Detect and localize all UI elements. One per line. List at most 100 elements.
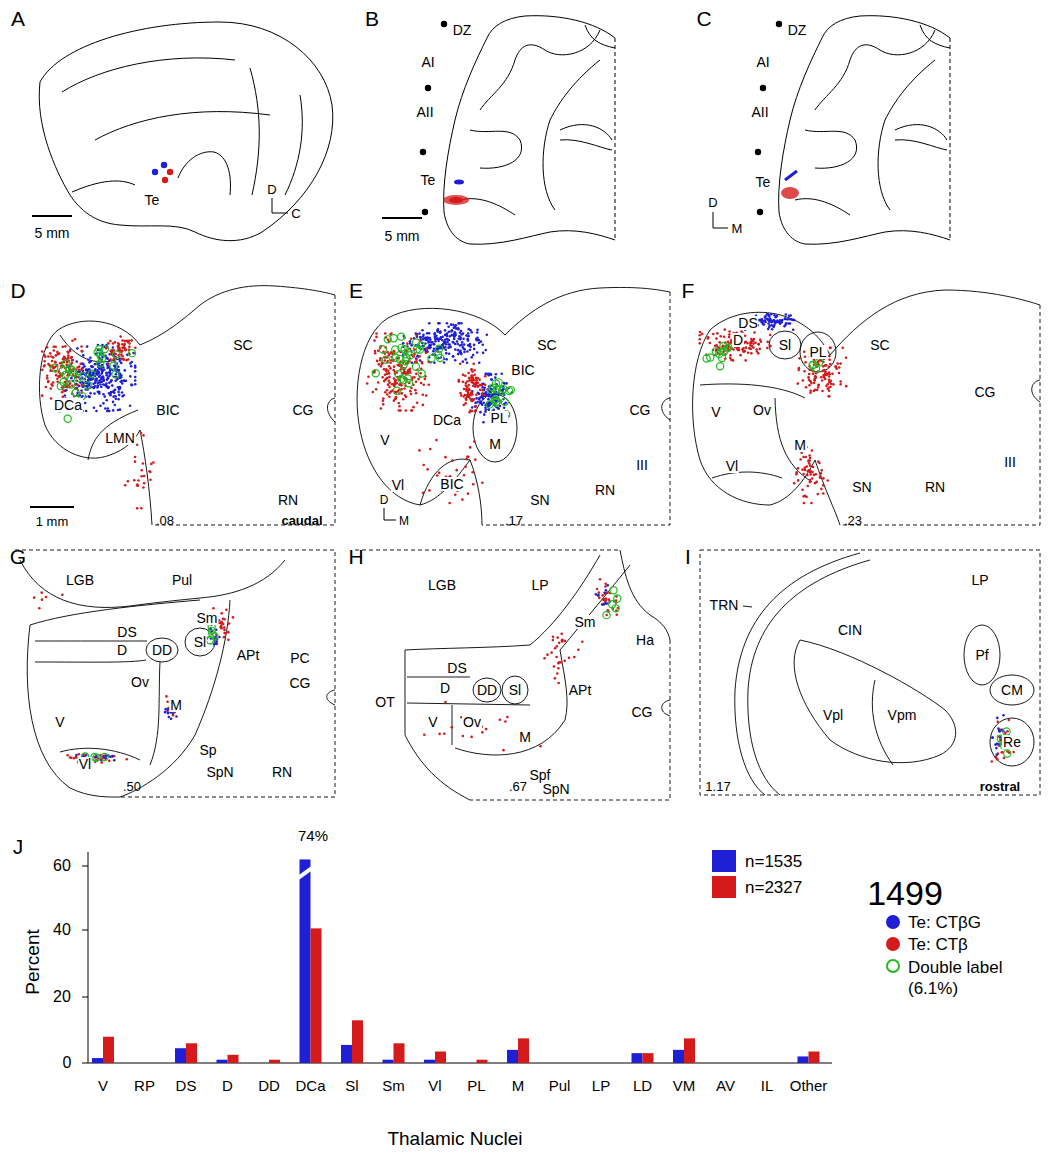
labelled-cell [414,389,417,392]
labelled-cell [434,340,437,343]
labelled-cell [43,364,46,367]
labelled-cell [457,327,460,330]
labelled-cell [405,396,408,399]
labelled-cell [84,402,87,405]
labelled-cell [46,346,49,349]
labelled-cell [769,345,772,348]
labelled-cell [817,386,820,389]
labelled-cell [764,319,767,322]
labelled-cell [822,492,825,495]
labelled-cell [130,339,133,342]
labelled-cell [461,341,464,344]
labelled-cell [799,458,802,461]
labelled-cell [841,347,844,350]
labelled-cell [444,456,447,459]
labelled-cell [371,391,374,394]
labelled-cell [136,443,139,446]
labelled-cell [219,626,222,629]
labelled-cell [555,656,558,659]
labelled-cell [438,733,441,736]
labelled-cell [481,481,484,484]
labelled-cell [118,347,121,350]
labelled-cell [557,667,560,670]
labelled-cell [113,365,116,368]
labelled-cell [462,360,465,363]
outline [964,625,1000,685]
labelled-cell [459,336,462,339]
labelled-cell [482,421,485,424]
outline [757,209,763,215]
labelled-cell [749,342,752,345]
labelled-cell [437,328,440,331]
labelled-cell [483,413,486,416]
labelled-cell [557,682,560,685]
labelled-cell [142,434,145,437]
labelled-cell [140,432,143,435]
labelled-cell [89,392,92,395]
labelled-cell [70,362,73,365]
labelled-cell [422,464,425,467]
labelled-cell [766,313,769,316]
labelled-cell [388,386,391,389]
labelled-cell [606,584,609,587]
labelled-cell [821,390,824,393]
labelled-cell [471,471,474,474]
labelled-cell [561,640,564,643]
labelled-cell [808,378,811,381]
labelled-cell [142,462,145,465]
outline [895,125,947,150]
labelled-cell [64,345,67,348]
labelled-cell [781,319,784,322]
labelled-cell [75,360,78,363]
labelled-cell [456,343,459,346]
labelled-cell [377,381,380,384]
labelled-cell [471,393,474,396]
labelled-cell [476,339,479,342]
labelled-cell [478,362,481,365]
outline [502,676,528,704]
labelled-cell [110,349,113,352]
labelled-cell [85,368,88,371]
labelled-cell [50,387,53,390]
labelled-cell [470,356,473,359]
outline [62,58,235,92]
labelled-cell [134,383,137,386]
labelled-cell [114,395,117,398]
labelled-cell [43,354,46,357]
labelled-cell [768,324,771,327]
labelled-cell [1006,730,1009,733]
labelled-cell [615,613,618,616]
labelled-cell [573,656,576,659]
labelled-cell [134,460,137,463]
labelled-cell [577,648,580,651]
labelled-cell [105,382,108,385]
labelled-cell [399,383,402,386]
labelled-cell [106,410,109,413]
labelled-cell [550,651,553,654]
labelled-cell [136,483,139,486]
labelled-cell [88,396,91,399]
labelled-cell [54,346,57,349]
labelled-cell [439,330,442,333]
labelled-cell [446,332,449,335]
labelled-cell [451,341,454,344]
labelled-cell [1001,751,1004,754]
labelled-cell [128,346,131,349]
labelled-cell [815,473,818,476]
labelled-cell [788,318,791,321]
outline [35,641,147,642]
labelled-cell [421,338,424,341]
labelled-cell [401,392,404,395]
labelled-cell [98,392,101,395]
outline [407,677,470,678]
labelled-cell [469,345,472,348]
labelled-cell [419,336,422,339]
labelled-cell [484,410,487,413]
labelled-cell [90,365,93,368]
labelled-cell [597,594,600,597]
labelled-cell [99,404,102,407]
labelled-cell [467,393,470,396]
labelled-cell [829,347,832,350]
labelled-cell [456,328,459,331]
labelled-cell [784,317,787,320]
